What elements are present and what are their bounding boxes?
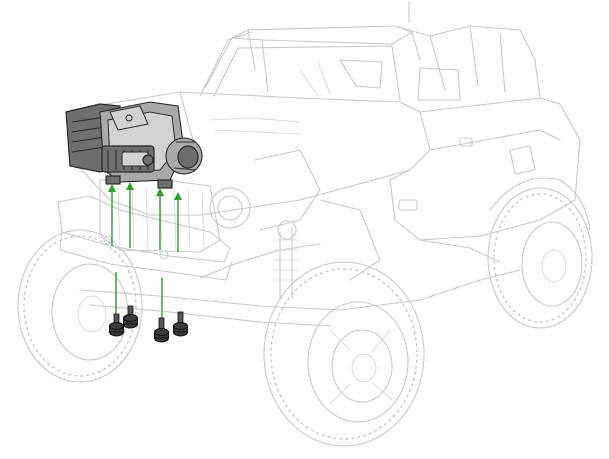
front-bumper: [57, 195, 233, 281]
guide-arrowhead: [174, 192, 182, 200]
screw: [109, 313, 124, 337]
alignment-guides: [108, 182, 182, 318]
guide-arrowhead: [126, 182, 134, 190]
screw: [123, 305, 138, 329]
vehicle-outline: [17, 1, 593, 447]
winch-foot: [105, 175, 121, 185]
wheel-front-left: [17, 229, 143, 383]
screw: [173, 311, 188, 337]
mounting-screws: [109, 305, 188, 343]
windshield-frame: [199, 31, 401, 101]
winch-foot: [157, 179, 173, 189]
wheel-front-right: [263, 261, 425, 447]
screw: [154, 317, 169, 343]
roll-cage: [204, 25, 541, 101]
body-shell: [69, 91, 591, 241]
guide-arrowhead: [108, 184, 116, 192]
chassis: [79, 199, 521, 327]
winch: [65, 101, 203, 189]
wheel-rear: [487, 187, 593, 329]
guide-arrowhead: [156, 188, 164, 196]
